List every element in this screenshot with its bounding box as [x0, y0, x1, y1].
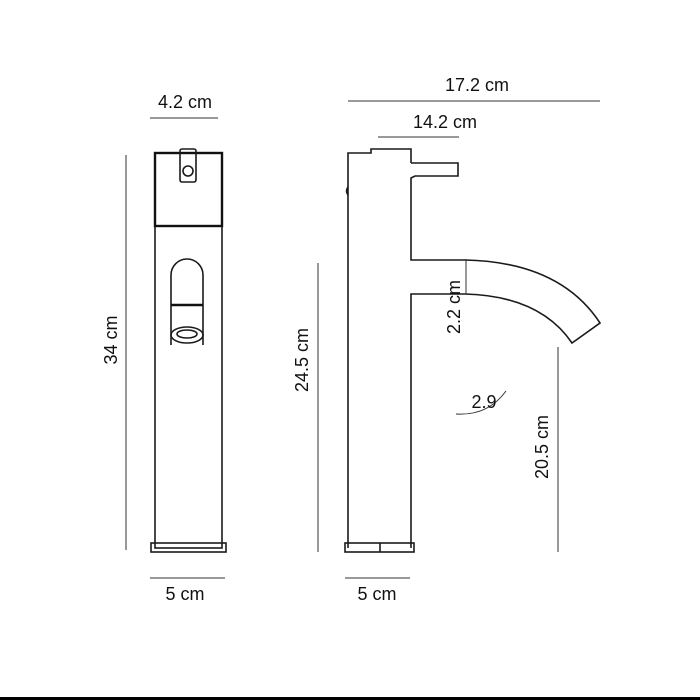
front-handle: [179, 148, 197, 183]
front-body: [154, 152, 223, 549]
label-total-depth: 17.2 cm: [445, 75, 509, 95]
side-body-left: [347, 148, 412, 548]
label-front-base: 5 cm: [165, 584, 204, 604]
front-handle-pin: [182, 165, 194, 177]
label-spout-angle: 2.9: [471, 392, 496, 412]
side-body-notch: [345, 186, 349, 196]
label-spout-height: 24.5 cm: [292, 328, 312, 392]
label-outlet-height: 20.5 cm: [532, 415, 552, 479]
label-spout-diameter: 2.2 cm: [444, 280, 464, 334]
angle-arc: [455, 390, 507, 415]
label-top-width: 4.2 cm: [158, 92, 212, 112]
side-view: 17.2 cm 14.2 cm 24.5 cm 2.2 cm 2.9 20.5 …: [292, 75, 602, 604]
front-view: 4.2 cm 34 cm 5 cm: [101, 92, 227, 604]
front-spout-slot: [170, 258, 204, 345]
bottom-border: [0, 697, 700, 700]
front-cap: [153, 151, 224, 228]
label-side-base: 5 cm: [357, 584, 396, 604]
label-handle-depth: 14.2 cm: [413, 112, 477, 132]
label-height: 34 cm: [101, 315, 121, 364]
front-spout-inner: [176, 329, 198, 339]
side-body-spout: [410, 162, 602, 548]
front-base: [150, 542, 227, 553]
front-spout-outlet: [170, 326, 204, 344]
